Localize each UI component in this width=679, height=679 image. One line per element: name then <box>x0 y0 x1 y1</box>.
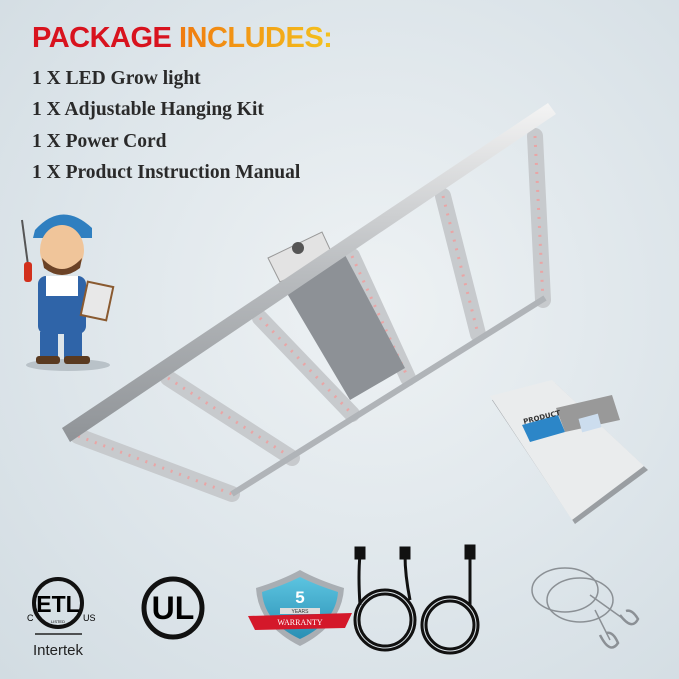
etl-us: US <box>83 613 96 623</box>
warranty-years: 5 <box>295 588 304 607</box>
intertek-label: Intertek <box>33 642 84 659</box>
etl-listed: LISTED <box>51 619 65 624</box>
led-grow-light <box>62 103 556 502</box>
list-item: 1 X Power Cord <box>32 131 167 152</box>
list-item: 1 X LED Grow light <box>32 68 201 89</box>
ul-certification-logo: UL <box>141 576 205 640</box>
etl-certification-logo: ETL LISTED C US <box>27 577 96 635</box>
package-includes-title: PACKAGE INCLUDES: <box>32 22 333 55</box>
title-part-red: PACKAGE <box>32 22 172 54</box>
worker-cartoon <box>21 214 115 371</box>
power-cord <box>353 544 480 655</box>
instruction-manual: PRODUCT <box>490 380 648 524</box>
ul-mark: UL <box>152 590 195 626</box>
warranty-label: WARRANTY <box>277 618 323 627</box>
warranty-badge: 5 YEARS WARRANTY <box>248 570 352 646</box>
list-item: 1 X Adjustable Hanging Kit <box>32 99 264 120</box>
etl-mark: ETL <box>36 591 79 617</box>
list-item: 1 X Product Instruction Manual <box>32 162 301 183</box>
warranty-unit: YEARS <box>292 609 310 615</box>
title-part-orange: INCLUDES: <box>178 22 333 54</box>
hanging-kit <box>531 567 640 649</box>
etl-c: C <box>27 613 34 623</box>
